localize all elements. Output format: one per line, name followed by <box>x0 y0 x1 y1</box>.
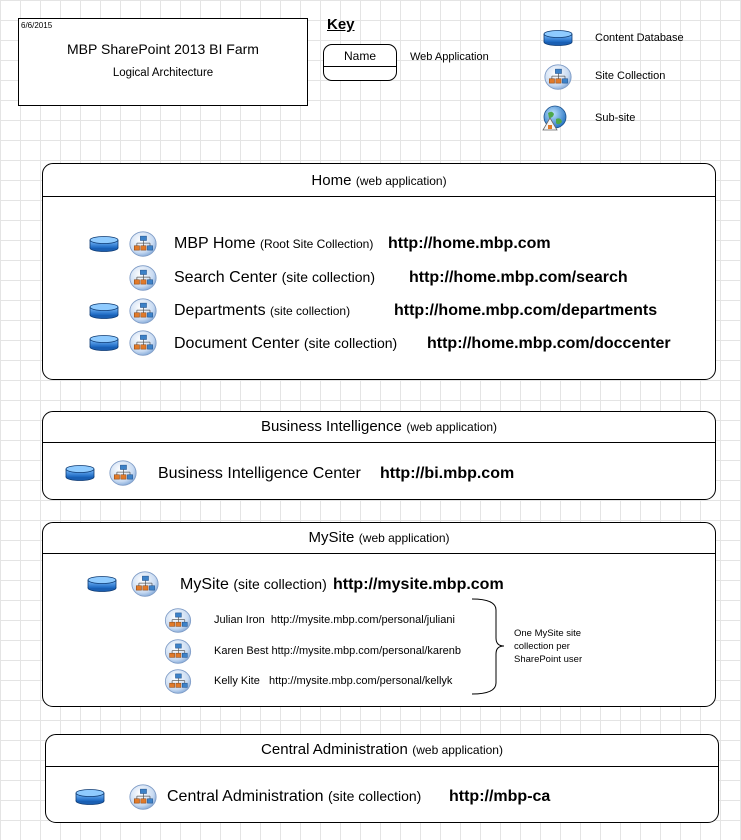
site-collection-icon <box>163 607 193 634</box>
home-row-search-center: Search Center (site collection) <box>174 269 375 287</box>
bi-header: Business Intelligence (web application) <box>43 418 715 436</box>
site-collection-icon <box>163 638 193 665</box>
home-row-mbp-home: MBP Home (Root Site Collection) <box>174 235 373 253</box>
site-collection-icon <box>163 668 193 695</box>
key-site-collection-label: Site Collection <box>595 70 666 82</box>
bi-title: Business Intelligence <box>260 418 402 435</box>
key-web-application-label: Web Application <box>410 51 489 63</box>
ca-web-application: Central Administration (web application) <box>45 734 719 823</box>
home-header: Home (web application) <box>43 172 715 190</box>
site-name: Search Center <box>174 269 278 286</box>
site-url: http://home.mbp.com/search <box>409 269 628 286</box>
site-kind: (site collection) <box>327 788 422 804</box>
site-kind: (site collection) <box>281 269 375 285</box>
mysite-user-row: Kelly Kite http://mysite.mbp.com/persona… <box>214 675 452 687</box>
content-database-icon <box>75 789 105 805</box>
site-url: http://home.mbp.com <box>388 235 551 252</box>
home-row-departments: Departments (site collection) <box>174 302 350 320</box>
user-brace <box>471 598 505 695</box>
home-title: Home <box>311 172 352 189</box>
mysite-type: (web application) <box>358 531 450 545</box>
site-collection-icon <box>107 459 139 487</box>
bi-web-application: Business Intelligence (web application) <box>42 411 716 500</box>
bi-center-url: http://bi.mbp.com <box>380 465 515 482</box>
ca-url: http://mbp-ca <box>449 788 551 805</box>
site-kind: (site collection) <box>270 304 351 318</box>
ca-title: Central Administration <box>261 741 408 758</box>
bi-type: (web application) <box>406 420 498 434</box>
key-web-application-box: Name <box>323 44 397 81</box>
site-kind: (site collection) <box>303 335 398 351</box>
key-content-database-icon <box>543 30 573 46</box>
content-database-icon <box>89 335 119 351</box>
user-name: Karen Best <box>214 645 269 657</box>
note-line: One MySite site <box>514 628 582 639</box>
site-collection-icon <box>127 783 159 811</box>
mysite-title: MySite <box>308 529 355 546</box>
key-heading: Key <box>327 16 355 33</box>
key-content-database-label: Content Database <box>595 32 684 44</box>
site-kind: (Root Site Collection) <box>259 237 374 251</box>
diagram-subtitle: Logical Architecture <box>112 67 214 79</box>
ca-collection-row: Central Administration (site collection) <box>167 788 421 806</box>
note-line: SharePoint user <box>514 654 583 665</box>
site-name: Document Center <box>174 335 300 352</box>
mysite-web-application: MySite (web application) <box>42 522 716 707</box>
site-collection-icon <box>129 570 161 598</box>
key-box-divider <box>324 66 396 67</box>
site-name: MySite <box>180 576 229 593</box>
key-sub-site-label: Sub-site <box>595 112 636 124</box>
user-name: Julian Iron <box>214 614 265 626</box>
ca-header-divider <box>46 766 718 767</box>
key-sub-site-icon <box>542 105 567 131</box>
mysite-header: MySite (web application) <box>43 529 715 547</box>
site-collection-icon <box>127 264 159 292</box>
site-name: Departments <box>174 302 266 319</box>
user-url: http://mysite.mbp.com/personal/karenb <box>271 645 462 657</box>
ca-header: Central Administration (web application) <box>46 741 718 759</box>
home-row-document-center: Document Center (site collection) <box>174 335 397 353</box>
mysite-header-divider <box>43 553 715 554</box>
site-kind: (site collection) <box>233 576 327 592</box>
user-name: Kelly Kite <box>214 675 260 687</box>
content-database-icon <box>89 236 119 252</box>
key-name-label: Name <box>343 49 376 63</box>
user-url: http://mysite.mbp.com/personal/juliani <box>270 614 455 626</box>
diagram-title: MBP SharePoint 2013 BI Farm <box>67 41 259 57</box>
note-line: collection per <box>514 641 570 652</box>
site-url: http://home.mbp.com/departments <box>394 302 658 319</box>
content-database-icon <box>89 303 119 319</box>
ca-type: (web application) <box>412 743 503 757</box>
home-header-divider <box>43 196 715 197</box>
diagram-date: 6/6/2015 <box>21 21 53 30</box>
home-type: (web application) <box>355 174 447 188</box>
mysite-url: http://mysite.mbp.com <box>333 576 504 593</box>
mysite-collection-row: MySite (site collection) <box>180 576 327 594</box>
mysite-note: One MySite site collection per SharePoin… <box>514 627 582 666</box>
key-site-collection-icon <box>543 63 573 91</box>
title-box: 6/6/2015 MBP SharePoint 2013 BI Farm Log… <box>18 18 308 106</box>
site-collection-icon <box>127 297 159 325</box>
bi-center-name: Business Intelligence Center <box>158 465 361 482</box>
site-collection-icon <box>127 230 159 258</box>
content-database-icon <box>87 576 117 592</box>
bi-header-divider <box>43 442 715 443</box>
site-name: Central Administration <box>167 788 324 805</box>
content-database-icon <box>65 465 95 481</box>
mysite-user-row: Karen Best http://mysite.mbp.com/persona… <box>214 645 461 657</box>
site-name: MBP Home <box>174 235 256 252</box>
site-url: http://home.mbp.com/doccenter <box>427 335 671 352</box>
mysite-user-row: Julian Iron http://mysite.mbp.com/person… <box>214 614 455 626</box>
site-collection-icon <box>127 329 159 357</box>
user-url: http://mysite.mbp.com/personal/kellyk <box>269 675 453 687</box>
